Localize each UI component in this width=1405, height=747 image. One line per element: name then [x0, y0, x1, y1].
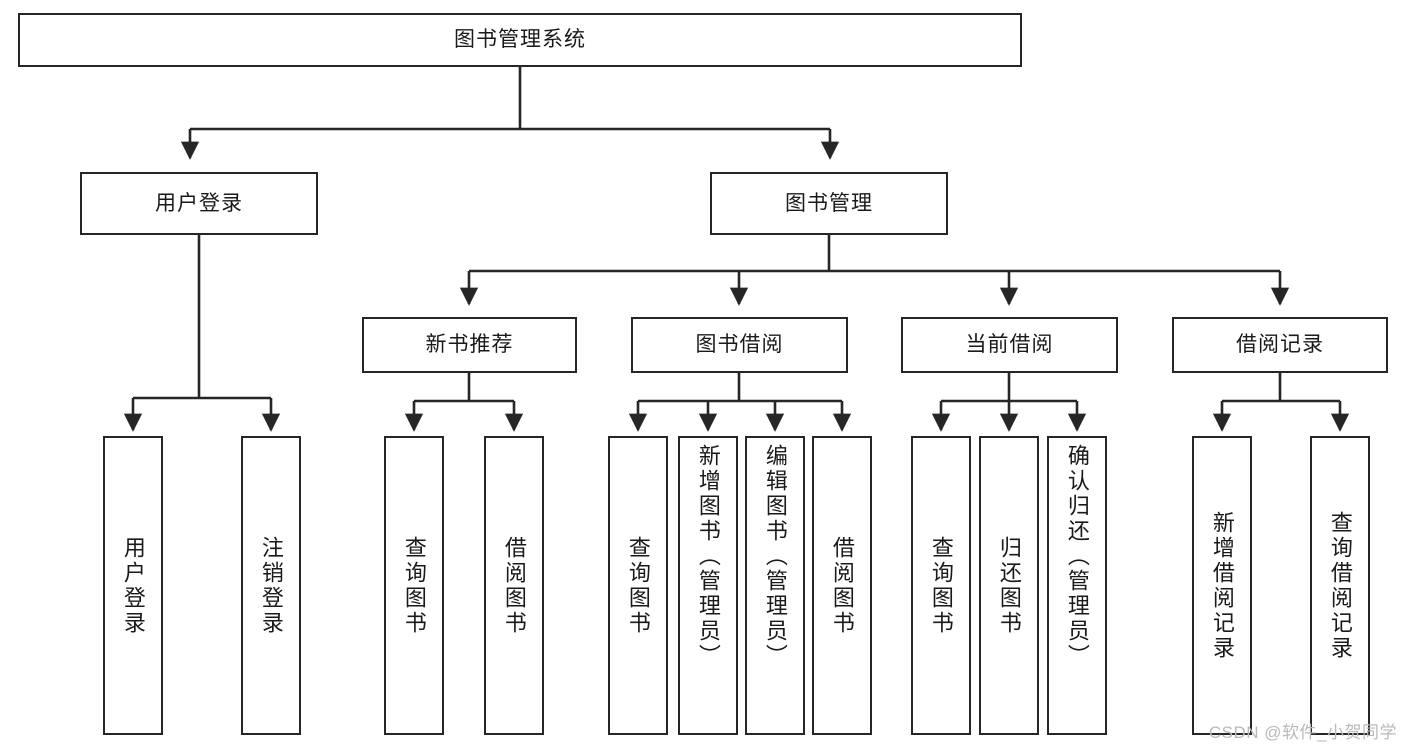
node-root-library-system[interactable]: 图书管理系统	[18, 13, 1022, 67]
leaf-new-book-borrow-book[interactable]: 借阅图书	[484, 436, 544, 735]
leaf-borrow-record-add-record[interactable]: 新增借阅记录	[1192, 436, 1252, 735]
leaf-book-borrow-edit-book-admin[interactable]: 编辑图书（管理员）	[745, 436, 805, 735]
node-borrow-record[interactable]: 借阅记录	[1172, 317, 1388, 373]
node-current-borrow[interactable]: 当前借阅	[901, 317, 1118, 373]
leaf-book-borrow-query-book[interactable]: 查询图书	[608, 436, 668, 735]
node-label: 用户登录	[155, 191, 243, 215]
node-new-book-recommend[interactable]: 新书推荐	[362, 317, 577, 373]
node-book-borrow[interactable]: 图书借阅	[631, 317, 848, 373]
node-user-login[interactable]: 用户登录	[80, 172, 318, 235]
node-label: 借阅记录	[1236, 333, 1324, 357]
node-label: 借阅图书	[501, 535, 527, 636]
leaf-user-login-logout[interactable]: 注销登录	[241, 436, 301, 735]
node-label: 查询图书	[401, 535, 427, 636]
node-book-management[interactable]: 图书管理	[710, 172, 948, 235]
leaf-current-borrow-confirm-return-admin[interactable]: 确认归还（管理员）	[1047, 436, 1107, 735]
leaf-current-borrow-return-book[interactable]: 归还图书	[979, 436, 1039, 735]
leaf-book-borrow-add-book-admin[interactable]: 新增图书（管理员）	[678, 436, 738, 735]
node-label: 查询图书	[928, 535, 954, 636]
node-label: 当前借阅	[965, 333, 1054, 357]
leaf-borrow-record-query-record[interactable]: 查询借阅记录	[1310, 436, 1370, 735]
leaf-current-borrow-query-book[interactable]: 查询图书	[911, 436, 971, 735]
node-label: 新书推荐	[425, 333, 514, 357]
node-label: 查询借阅记录	[1327, 510, 1353, 661]
node-label: 新增借阅记录	[1209, 510, 1235, 661]
leaf-new-book-query-book[interactable]: 查询图书	[384, 436, 444, 735]
node-label: 用户登录	[120, 535, 146, 636]
node-label: 查询图书	[625, 535, 651, 636]
node-label: 图书管理	[785, 191, 873, 215]
leaf-book-borrow-borrow-book[interactable]: 借阅图书	[812, 436, 872, 735]
node-label: 归还图书	[996, 535, 1022, 636]
node-label: 确认归还（管理员）	[1064, 444, 1090, 669]
csdn-watermark: CSDN @软件_小贺同学	[1208, 723, 1397, 742]
node-label: 图书借阅	[695, 333, 784, 357]
node-label: 借阅图书	[829, 535, 855, 636]
node-label: 编辑图书（管理员）	[762, 444, 788, 669]
node-label: 图书管理系统	[454, 28, 586, 52]
node-label: 新增图书（管理员）	[695, 444, 721, 669]
leaf-user-login-login[interactable]: 用户登录	[103, 436, 163, 735]
node-label: 注销登录	[258, 535, 284, 636]
